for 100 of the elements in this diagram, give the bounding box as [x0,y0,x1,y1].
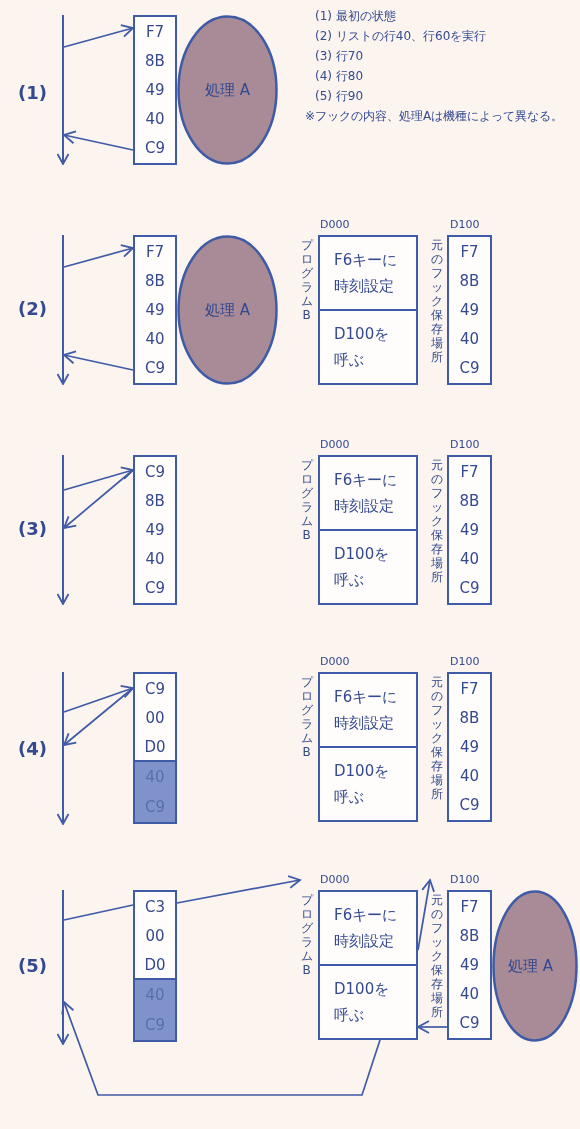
program-step: F6キーに時刻設定 [320,457,416,529]
arrow [63,466,134,491]
hook-box [133,890,177,980]
panel-number: (1) [18,82,47,104]
step-note: (3) 行70 [315,48,364,64]
program-step: D100を呼ぶ [320,964,416,1038]
process-label: 処理 A [205,301,251,319]
byte-value: F7 [460,679,479,698]
byte-value: C9 [459,579,480,598]
program-step: D100を呼ぶ [320,746,416,820]
byte-value: F7 [460,897,479,916]
byte-value: 49 [459,300,480,319]
process-label: 処理 A [205,81,251,99]
vertical-label: プログラムB [300,238,313,322]
byte-value: 40 [459,767,480,786]
byte-value: 49 [145,300,165,319]
address-label: D000 [320,655,350,668]
program-step: D100を呼ぶ [320,309,416,383]
byte-value: 8B [145,491,165,510]
address-label: D100 [450,873,480,886]
vertical-label: 元のフック保存場所 [430,238,443,364]
address-label: D000 [320,218,350,231]
byte-value: C9 [145,679,165,698]
byte-value: F7 [460,462,479,481]
byte-value: 8B [145,51,165,70]
flow-line [57,890,69,1045]
address-label: D100 [450,218,480,231]
vertical-label: 元のフック保存場所 [430,675,443,801]
shaded-band [133,760,177,824]
footnote: ※フックの内容、処理Aは機種によって異なる。 [305,108,565,124]
byte-value: 8B [145,271,165,290]
byte-value: C9 [459,359,480,378]
byte-value: 49 [459,520,480,539]
process-ellipse [177,15,278,165]
arrow [176,875,301,904]
arrow [63,130,134,151]
byte-value: 8B [459,271,480,290]
address-label: D100 [450,655,480,668]
byte-value: 49 [459,737,480,756]
arrow [63,244,134,268]
arrow [63,685,134,713]
byte-value: C9 [145,462,165,481]
step-note: (1) 最初の状態 [315,8,396,24]
byte-value: 49 [459,955,480,974]
byte-value: F7 [145,22,165,41]
byte-value: C9 [145,139,165,158]
byte-value: 49 [145,80,165,99]
byte-value: 8B [459,491,480,510]
byte-value: F7 [145,242,165,261]
arrow [63,24,134,48]
panel-number: (4) [18,738,47,760]
byte-value: 8B [459,926,480,945]
flow-line [57,455,69,605]
hook-box [133,235,177,385]
byte-value: C3 [145,897,165,916]
hook-box [133,455,177,605]
byte-value: 40 [145,110,165,129]
byte-value: F7 [460,242,479,261]
flow-line [57,235,69,385]
byte-value: 49 [145,520,165,539]
byte-value: C9 [145,579,165,598]
step-note: (5) 行90 [315,88,364,104]
vertical-label: プログラムB [300,675,313,759]
hook-box [133,672,177,762]
arrow [63,687,134,746]
shaded-band [133,978,177,1042]
vertical-label: プログラムB [300,893,313,977]
program-step: F6キーに時刻設定 [320,674,416,746]
byte-value: 40 [145,550,165,569]
byte-value: 40 [459,985,480,1004]
byte-value: 8B [459,708,480,727]
byte-value: C9 [459,796,480,815]
arrow [63,469,134,529]
flow-line [57,672,69,825]
address-label: D000 [320,438,350,451]
step-note: (4) 行80 [315,68,364,84]
byte-value: 40 [459,330,480,349]
process-label: 処理 A [508,957,554,975]
step-note: (2) リストの行40、行60を実行 [315,28,487,44]
byte-value: D0 [144,738,166,757]
byte-value: D0 [144,956,166,975]
vertical-label: 元のフック保存場所 [430,893,443,1019]
byte-value: 00 [145,709,165,727]
arrow [417,1020,448,1034]
vertical-label: 元のフック保存場所 [430,458,443,584]
flow-line [57,15,69,165]
byte-value: C9 [145,359,165,378]
panel-number: (3) [18,518,47,540]
byte-value: 00 [145,927,165,945]
program-step: D100を呼ぶ [320,529,416,603]
process-ellipse [177,235,278,385]
byte-value: 40 [145,330,165,349]
arrow [61,1001,381,1096]
arrow [63,350,134,371]
panel-number: (5) [18,955,47,977]
vertical-label: プログラムB [300,458,313,542]
process-ellipse [492,890,578,1042]
address-label: D000 [320,873,350,886]
byte-value: 40 [459,550,480,569]
connector-line [63,904,134,921]
